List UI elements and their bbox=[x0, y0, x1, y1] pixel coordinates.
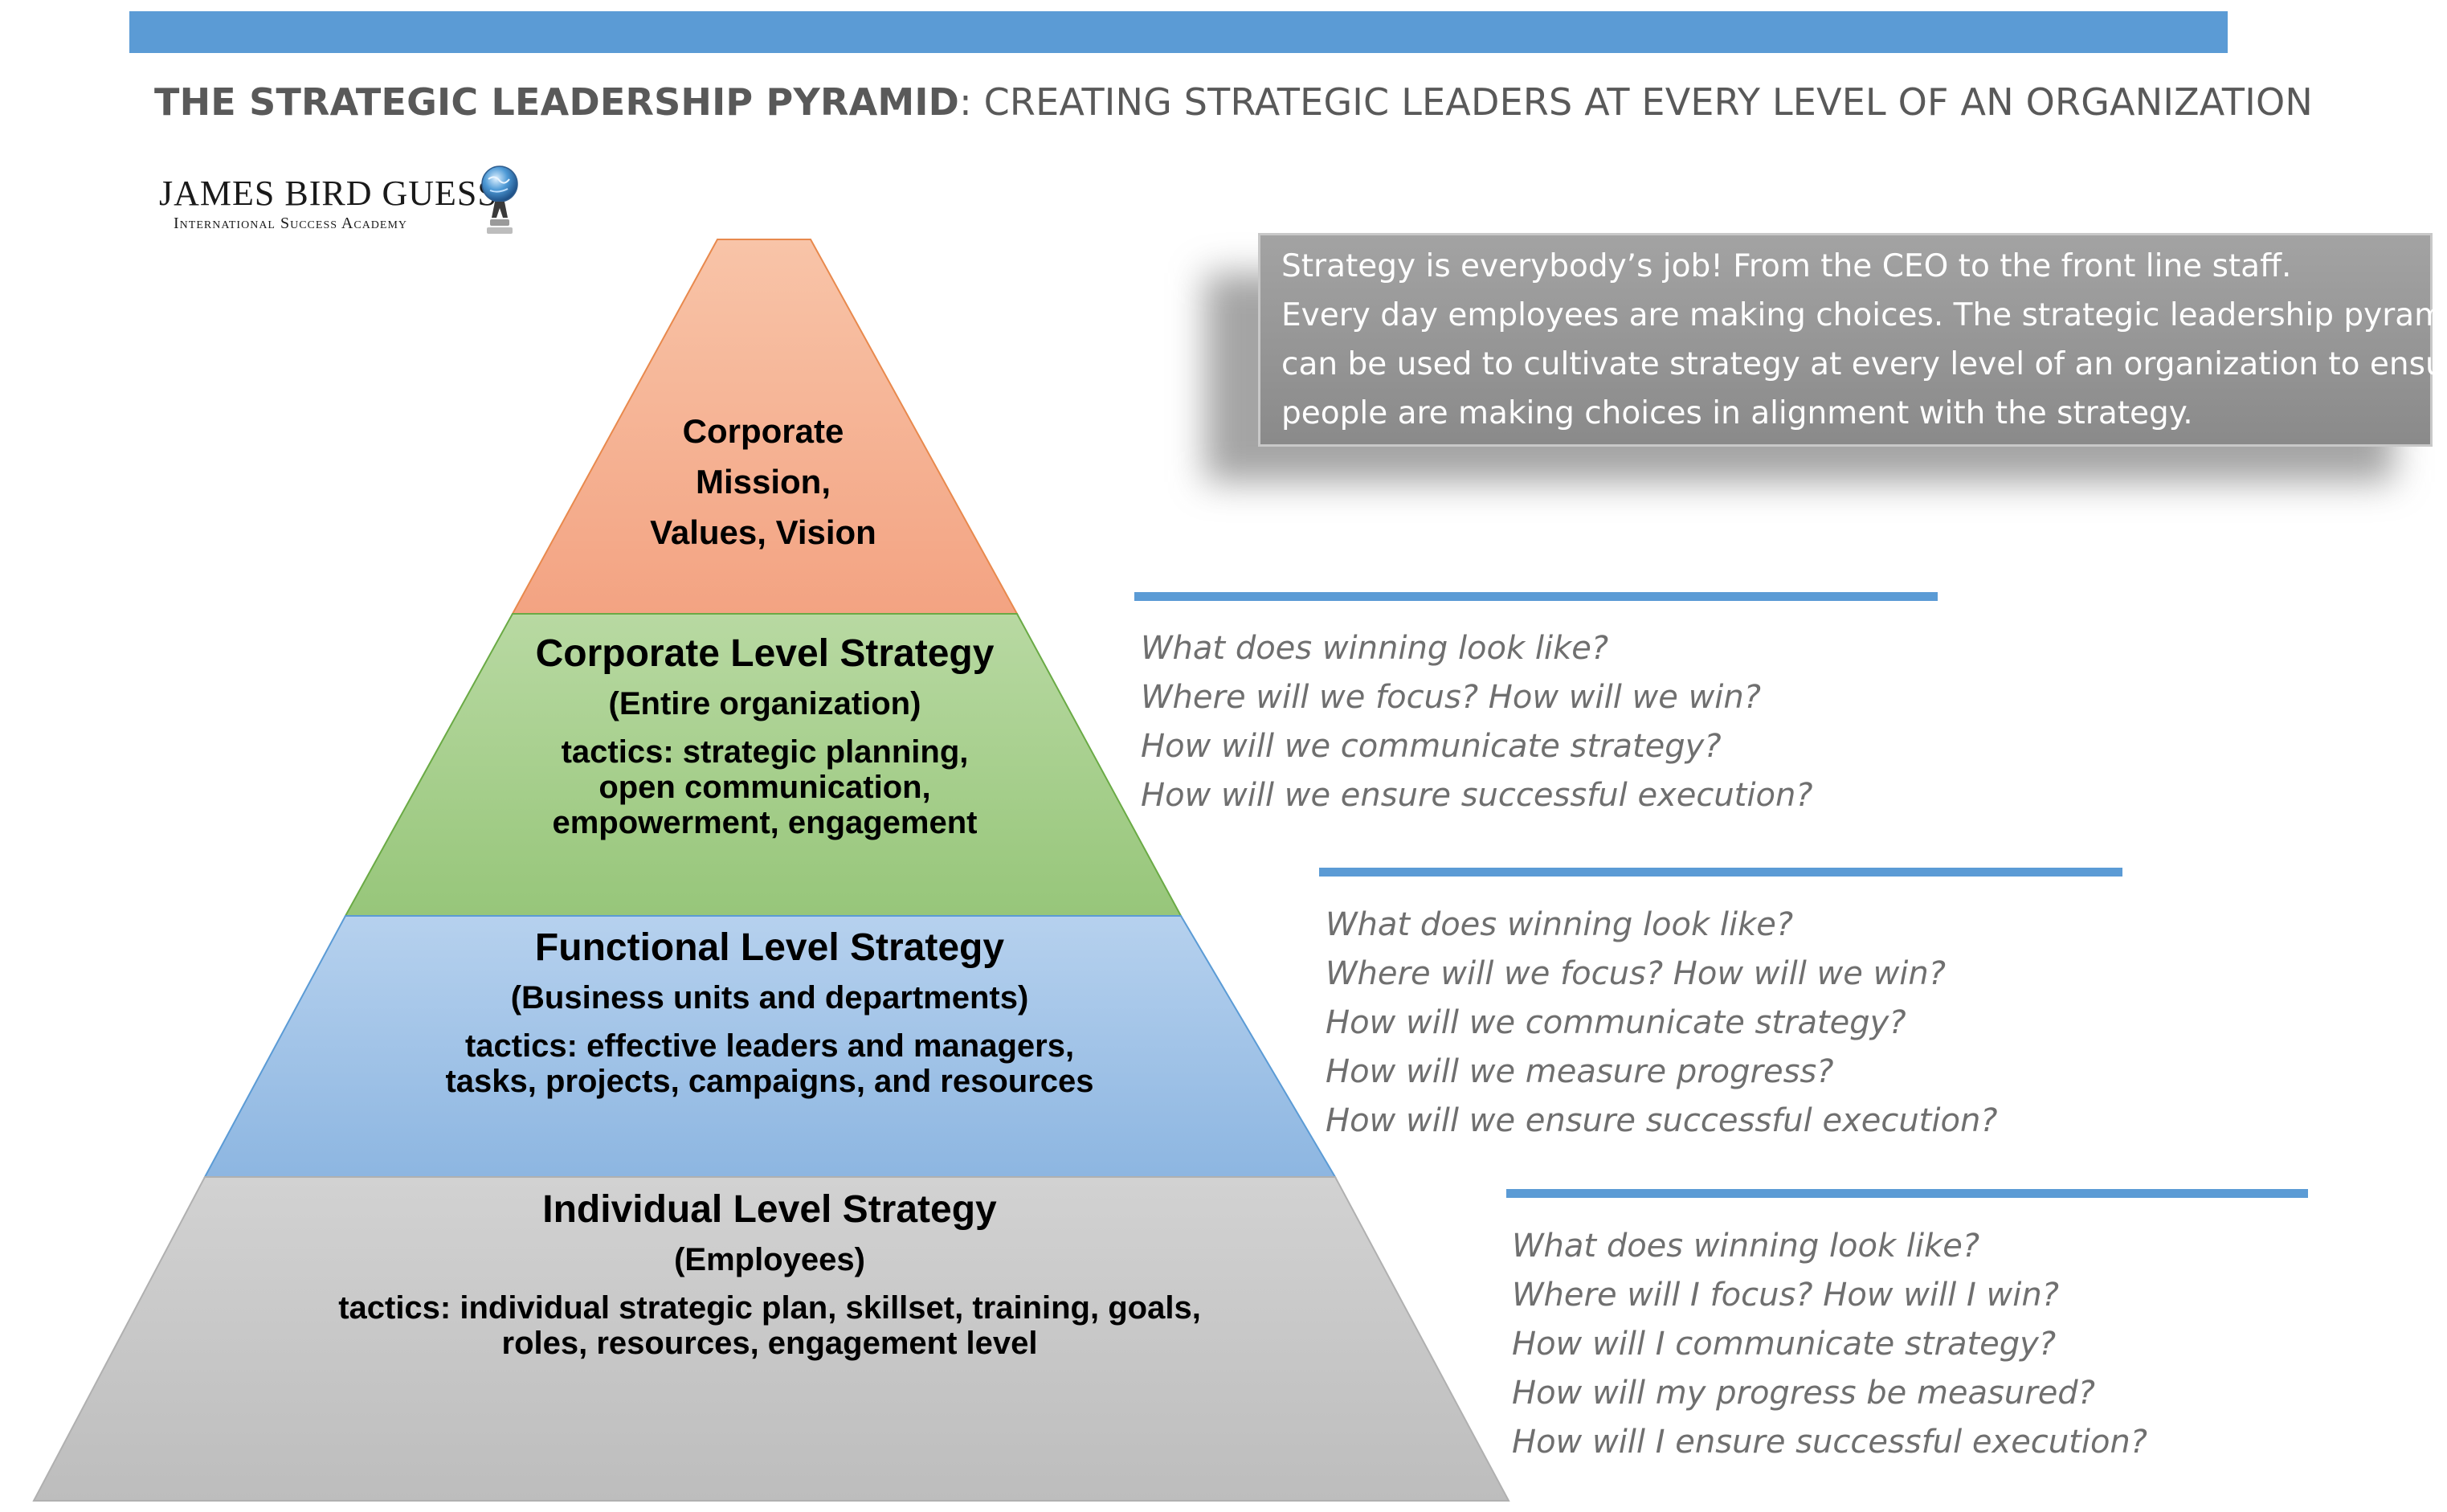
page-title: THE STRATEGIC LEADERSHIP PYRAMID: CREATI… bbox=[154, 80, 2313, 124]
logo-name: JAMES BIRD GUESS bbox=[159, 174, 498, 213]
functional-questions-rule bbox=[1319, 868, 2122, 877]
callout-line: Every day employees are making choices. … bbox=[1281, 297, 2447, 333]
corporate-questions-rule bbox=[1134, 592, 1938, 601]
pyramid bbox=[32, 239, 1510, 1502]
top-tier-line: Values, Vision bbox=[650, 513, 876, 551]
question-item: What does winning look like? bbox=[1141, 630, 1609, 667]
corporate-tier-tactics-line: empowerment, engagement bbox=[552, 805, 978, 840]
individual-questions-rule bbox=[1506, 1189, 2308, 1198]
globe-trophy-icon bbox=[481, 166, 518, 234]
callout-line: can be used to cultivate strategy at eve… bbox=[1281, 346, 2447, 382]
functional-tier-tactics-line: tasks, projects, campaigns, and resource… bbox=[445, 1064, 1094, 1099]
question-item: Where will I focus? How will I win? bbox=[1512, 1277, 2059, 1314]
pyramid-tier-individual bbox=[32, 1176, 1510, 1502]
individual-tier-label: Individual Level Strategy (Employees) ta… bbox=[288, 1187, 1252, 1361]
functional-tier-title: Functional Level Strategy bbox=[534, 926, 1005, 969]
top-accent-bar bbox=[129, 11, 2228, 53]
question-item: How will we communicate strategy? bbox=[1326, 1004, 1906, 1041]
callout-line: Strategy is everybody’s job! From the CE… bbox=[1281, 248, 2292, 284]
question-item: What does winning look like? bbox=[1326, 906, 1794, 943]
question-item: How will we ensure successful execution? bbox=[1141, 777, 1813, 814]
question-item: How will I communicate strategy? bbox=[1512, 1326, 2057, 1363]
top-tier-line: Mission, bbox=[695, 463, 831, 501]
question-item: Where will we focus? How will we win? bbox=[1141, 679, 1761, 716]
page-title-rest: : CREATING STRATEGIC LEADERS AT EVERY LE… bbox=[959, 80, 2313, 124]
corporate-tier-tactics-line: open communication, bbox=[598, 770, 931, 805]
top-tier-label: Corporate Mission, Values, Vision bbox=[619, 406, 908, 558]
question-item: How will we communicate strategy? bbox=[1141, 728, 1722, 765]
question-item: Where will we focus? How will we win? bbox=[1326, 955, 1946, 992]
functional-tier-label: Functional Level Strategy (Business unit… bbox=[368, 926, 1171, 1099]
logo-tagline: International Success Academy bbox=[174, 215, 408, 232]
page-title-bold: THE STRATEGIC LEADERSHIP PYRAMID bbox=[154, 80, 960, 124]
corporate-tier-title: Corporate Level Strategy bbox=[535, 632, 995, 675]
corporate-tier-tactics-line: tactics: strategic planning, bbox=[561, 734, 969, 770]
question-item: How will we measure progress? bbox=[1326, 1053, 1834, 1090]
question-item: How will my progress be measured? bbox=[1512, 1375, 2095, 1412]
individual-tier-title: Individual Level Strategy bbox=[542, 1188, 997, 1231]
individual-tier-tactics-line: roles, resources, engagement level bbox=[501, 1326, 1038, 1361]
question-item: How will I ensure successful execution? bbox=[1512, 1424, 2147, 1461]
individual-tier-subtitle: (Employees) bbox=[674, 1242, 865, 1277]
functional-tier-subtitle: (Business units and departments) bbox=[510, 980, 1029, 1015]
question-item: What does winning look like? bbox=[1512, 1228, 1980, 1265]
logo: JAMES BIRD GUESS International Success A… bbox=[159, 165, 529, 245]
corporate-tier-label: Corporate Level Strategy (Entire organiz… bbox=[443, 631, 1086, 840]
top-tier-line: Corporate bbox=[682, 412, 844, 450]
callout-box: Strategy is everybody’s job! From the CE… bbox=[1258, 233, 2447, 447]
corporate-tier-subtitle: (Entire organization) bbox=[608, 686, 921, 721]
individual-tier-tactics-line: tactics: individual strategic plan, skil… bbox=[338, 1290, 1201, 1326]
functional-tier-tactics-line: tactics: effective leaders and managers, bbox=[464, 1028, 1075, 1064]
callout-line: people are making choices in alignment w… bbox=[1281, 395, 2193, 431]
question-item: How will we ensure successful execution? bbox=[1326, 1102, 1998, 1139]
